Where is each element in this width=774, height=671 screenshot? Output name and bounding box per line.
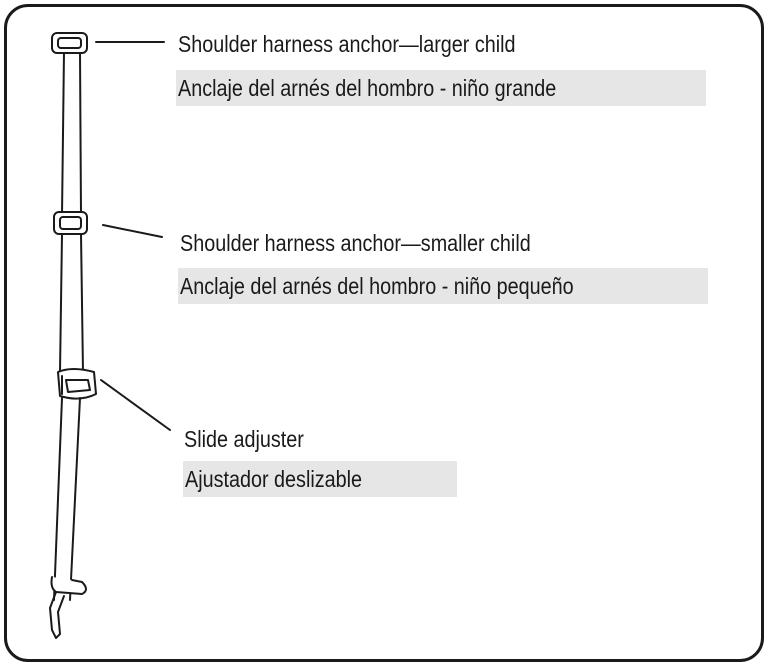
bottom-hook — [49, 576, 87, 639]
diagram-frame — [4, 4, 764, 662]
label-band-smaller-child: Anclaje del arnés del hombro - niño pequ… — [178, 268, 708, 304]
label-slide-adjuster-spanish: Ajustador deslizable — [185, 466, 363, 492]
label-smaller-child-english: Shoulder harness anchor—smaller child — [180, 230, 531, 256]
label-band-slide-adjuster: Ajustador deslizable — [183, 461, 457, 497]
strap-middle — [59, 233, 84, 373]
leader-line-smaller — [102, 224, 163, 238]
slide-adjuster-part — [57, 368, 97, 400]
middle-anchor-buckle — [53, 211, 88, 235]
label-smaller-child-spanish: Anclaje del arnés del hombro - niño pequ… — [180, 273, 574, 299]
label-larger-child-spanish: Anclaje del arnés del hombro - niño gran… — [178, 75, 557, 101]
label-band-larger-child: Anclaje del arnés del hombro - niño gran… — [176, 70, 706, 106]
strap-upper — [61, 51, 82, 216]
strap-lower — [53, 397, 81, 601]
leader-line-slide — [100, 379, 171, 431]
top-anchor-buckle — [51, 32, 88, 54]
label-larger-child-english: Shoulder harness anchor—larger child — [178, 31, 516, 57]
label-slide-adjuster-english: Slide adjuster — [184, 426, 304, 452]
